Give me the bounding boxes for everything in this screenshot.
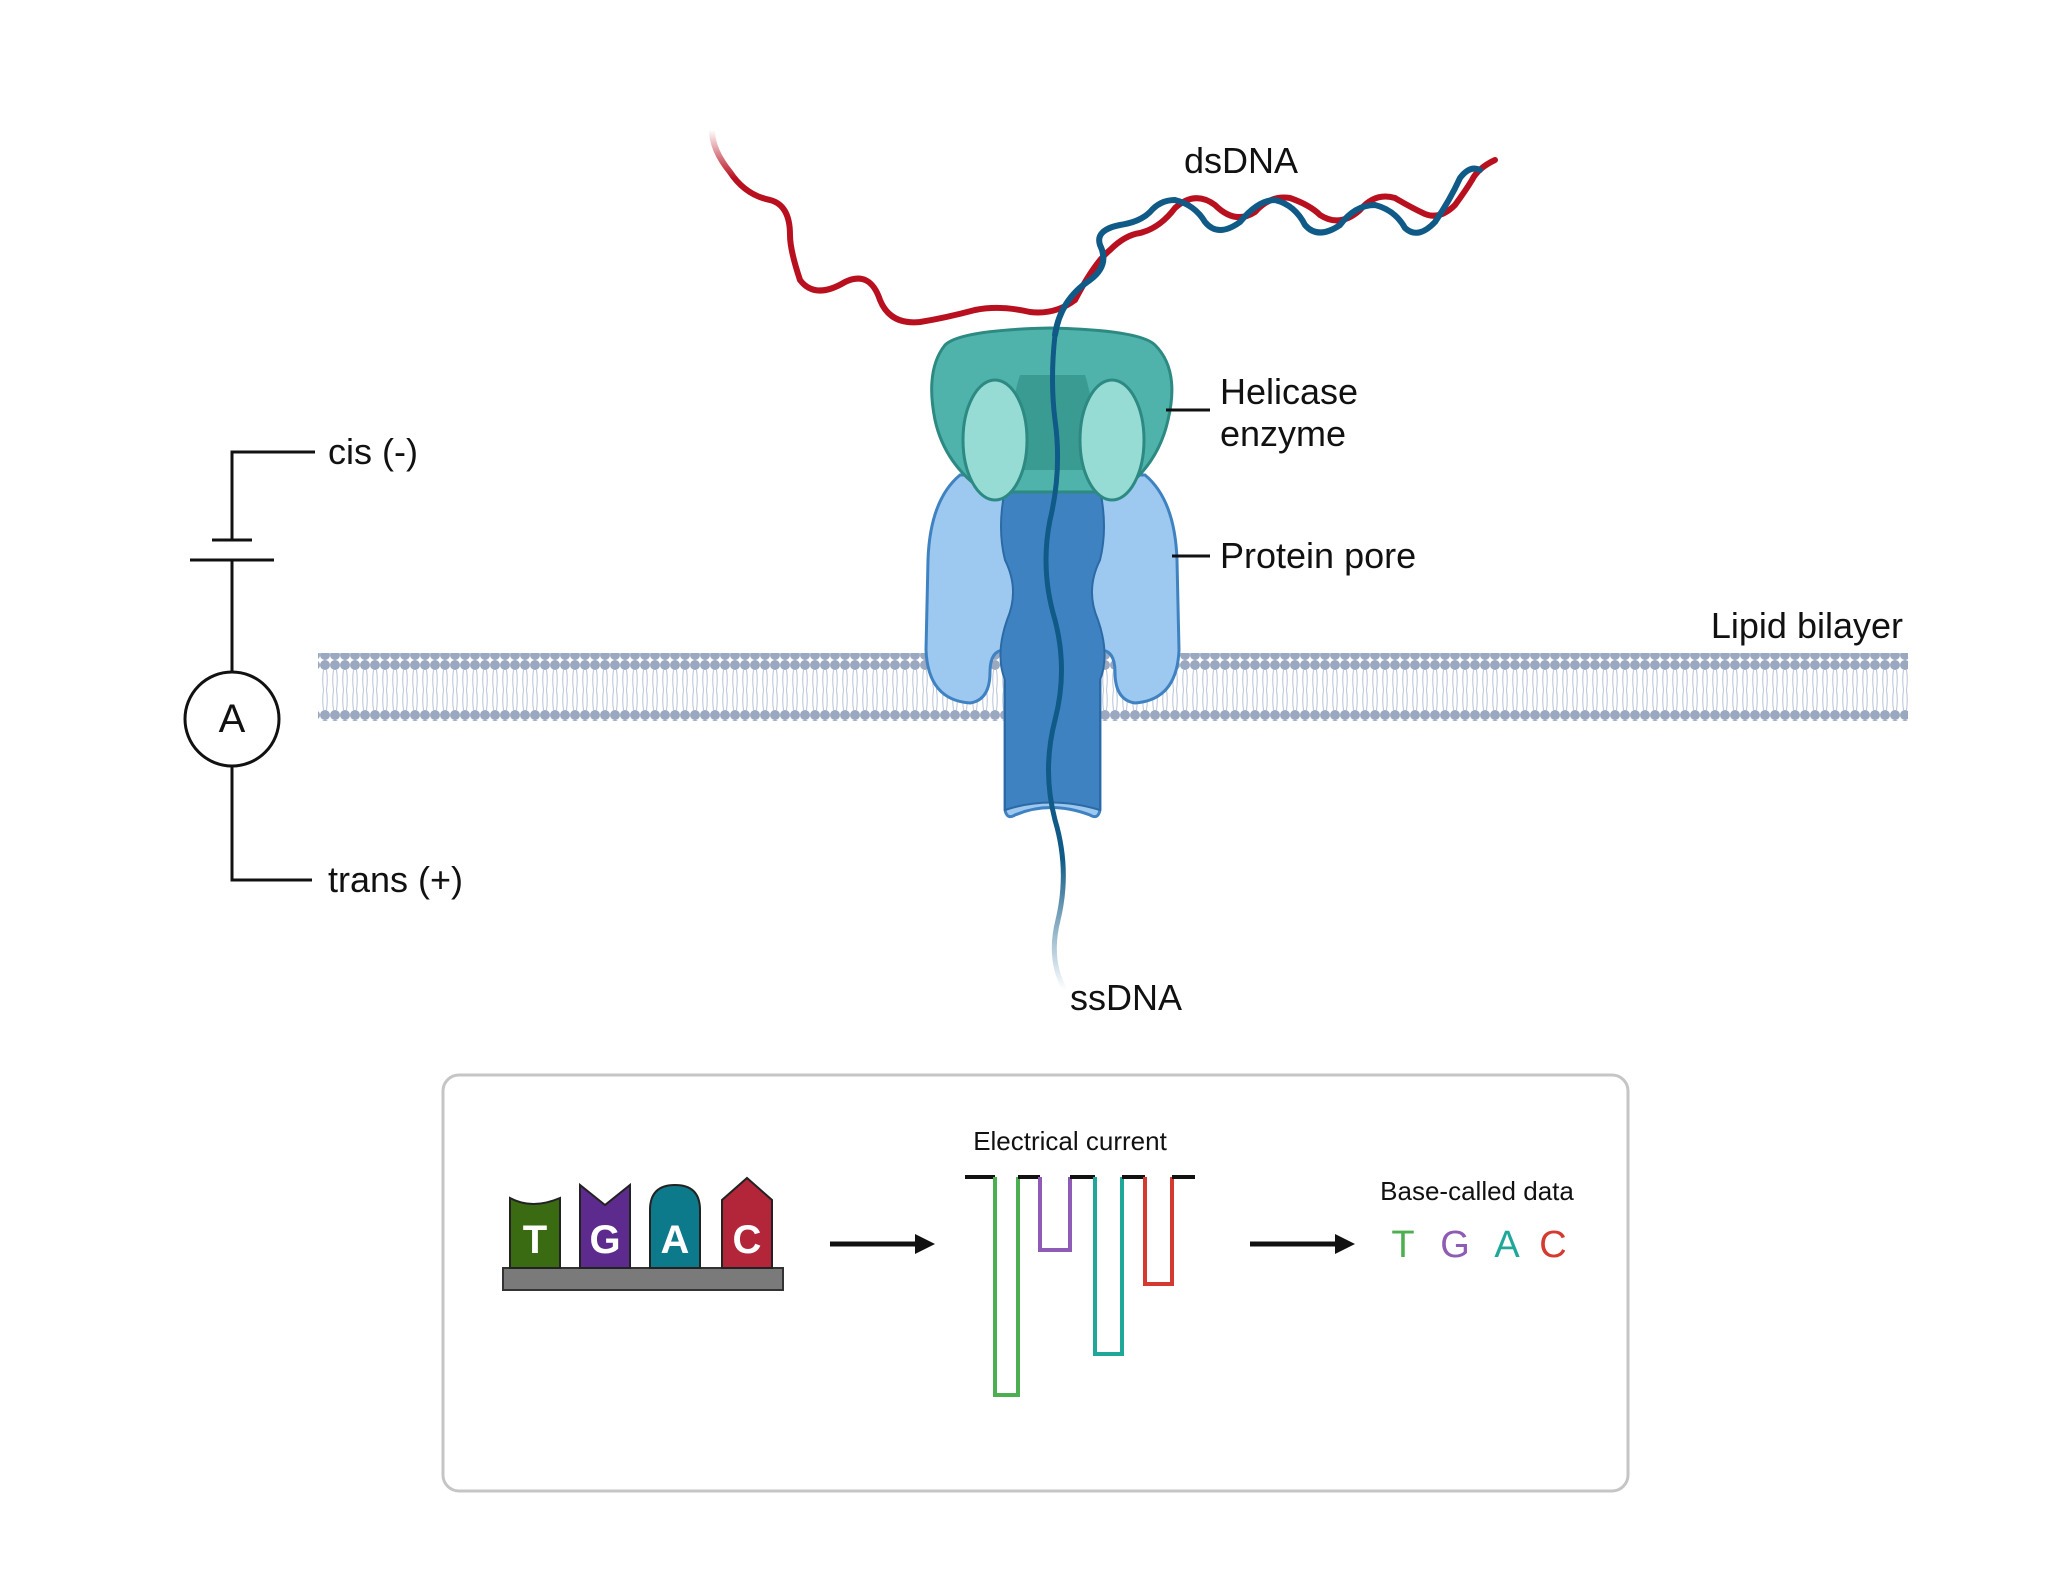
helicase-inner (1012, 375, 1093, 470)
trace-dip-a (1093, 1177, 1124, 1356)
red-strand-free (709, 127, 1078, 326)
called-base-c: C (1539, 1224, 1566, 1266)
pore-channel (999, 469, 1106, 812)
base-called-data-label: Base-called data (1380, 1176, 1574, 1206)
helicase-label-line2: enzyme (1220, 413, 1346, 454)
arrow-to-basecall (1250, 1234, 1355, 1254)
sequencing-panel: T G A C Electrical current (441, 1073, 1630, 1493)
protein-pore-label: Protein pore (1220, 535, 1416, 576)
trans-label: trans (+) (328, 859, 463, 900)
base-tile-g: G (579, 1182, 631, 1269)
arrow-to-current (830, 1234, 935, 1254)
ssdna-label: ssDNA (1070, 977, 1182, 1018)
ssdna-strand (1043, 332, 1068, 993)
blue-strand-helix (1052, 165, 1483, 338)
helicase-left-lobe (961, 378, 1029, 502)
dna-strands (709, 127, 1498, 993)
electrical-current-label: Electrical current (973, 1126, 1167, 1156)
called-base-a: A (1494, 1224, 1520, 1266)
base-tile-c-letter: C (733, 1218, 762, 1262)
trace-dip-c (1143, 1177, 1174, 1286)
helicase-label-line1: Helicase (1220, 371, 1358, 412)
base-tile-t: T (509, 1196, 561, 1269)
base-tiles: T G A C (502, 1176, 784, 1291)
base-tile-t-shape (509, 1196, 561, 1269)
base-tile-c-shape (721, 1176, 773, 1269)
trace-dip-g (1038, 1177, 1072, 1252)
base-tile-a-letter: A (661, 1218, 690, 1262)
base-tile-baseplate (502, 1267, 784, 1291)
circuit-wire-cis (230, 450, 315, 540)
base-tile-c: C (721, 1176, 773, 1269)
lipid-bilayer-label: Lipid bilayer (1711, 605, 1903, 646)
red-strand-helix (1072, 157, 1498, 303)
base-tile-g-letter: G (589, 1218, 620, 1262)
electrical-circuit (183, 450, 315, 882)
protein-pore (924, 469, 1181, 819)
trace-dip-t (993, 1177, 1020, 1397)
panel-frame (441, 1073, 1630, 1493)
current-trace (965, 1175, 1195, 1397)
called-base-t: T (1391, 1224, 1414, 1266)
base-tile-a: A (649, 1183, 701, 1269)
called-base-g: G (1440, 1224, 1470, 1266)
base-tile-g-shape (579, 1182, 631, 1269)
base-tile-a-shape (649, 1183, 701, 1269)
ammeter-label: A (219, 697, 246, 741)
cis-label: cis (-) (328, 431, 418, 472)
base-tile-t-letter: T (523, 1218, 547, 1262)
helicase-right-lobe (1078, 378, 1146, 502)
circuit-wire-trans (230, 766, 312, 882)
dsdna-label: dsDNA (1184, 140, 1298, 181)
